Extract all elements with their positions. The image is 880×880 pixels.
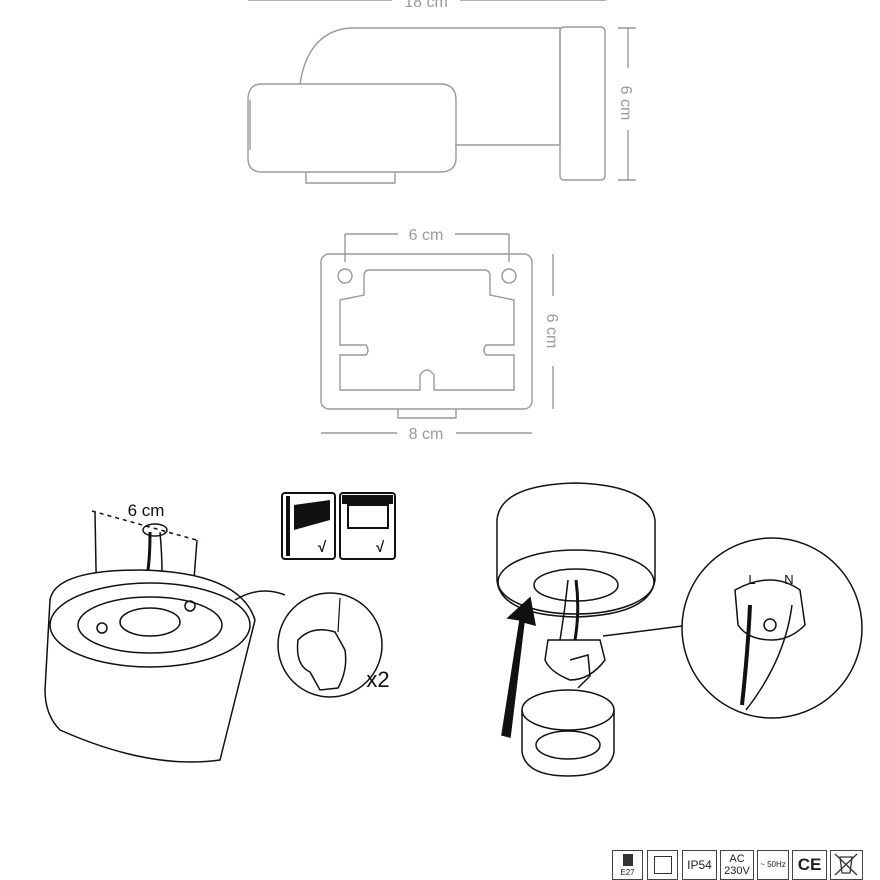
frequency-badge: ~ 50Hz bbox=[757, 850, 789, 880]
plate-width-label: 6 cm bbox=[409, 227, 444, 244]
socket-terminals bbox=[569, 654, 591, 689]
housing-inner-ring bbox=[77, 596, 223, 654]
plate-outer-width-label: 8 cm bbox=[409, 426, 444, 443]
ring-inner bbox=[535, 730, 601, 760]
voltage-value: 230V bbox=[724, 865, 750, 877]
shade-cable-white bbox=[559, 579, 569, 641]
neutral-wire bbox=[745, 604, 793, 711]
lamp-head-ring bbox=[305, 172, 396, 184]
housing-screw-hole-right bbox=[184, 600, 196, 612]
ceiling-mount-icon-shape bbox=[347, 504, 389, 529]
ceiling-mount-icon-bar bbox=[342, 495, 393, 504]
frequency-value: ~ 50Hz bbox=[760, 860, 786, 869]
mounting-plate-drawing bbox=[320, 233, 554, 434]
bulb-type-badge: E27 bbox=[612, 850, 643, 880]
live-label: L bbox=[748, 572, 755, 587]
drill-body bbox=[296, 629, 347, 691]
mounting-step-drawing bbox=[44, 510, 383, 763]
plate-hole-right bbox=[501, 268, 517, 284]
shade-cable-black bbox=[573, 579, 580, 641]
housing-top bbox=[49, 582, 251, 668]
crossed-bin-icon bbox=[834, 853, 858, 876]
voltage-ac: AC bbox=[729, 853, 745, 865]
cable-black bbox=[146, 531, 152, 571]
ceiling-mount-check: √ bbox=[376, 539, 385, 556]
bulb-icon bbox=[623, 854, 633, 866]
callout-line bbox=[234, 590, 286, 601]
side-view-drawing bbox=[247, 0, 636, 184]
side-height-label: 6 cm bbox=[617, 86, 634, 121]
double-insulation-badge bbox=[647, 850, 678, 880]
wall-mount-icon-shape bbox=[286, 496, 330, 556]
housing-body bbox=[44, 569, 256, 763]
screw-count-label: x2 bbox=[366, 667, 389, 692]
wall-hole bbox=[142, 523, 168, 537]
double-insulation-icon bbox=[654, 856, 672, 874]
mounting-check-icons bbox=[281, 492, 396, 560]
plate-tab bbox=[397, 409, 457, 419]
earth-screw bbox=[763, 618, 777, 632]
ring-top bbox=[521, 689, 615, 731]
housing-bracket bbox=[119, 607, 181, 637]
shade-rim bbox=[497, 549, 655, 615]
wall-mount-check: √ bbox=[318, 539, 327, 556]
shade-inner bbox=[533, 568, 619, 602]
wiring-callout-line bbox=[602, 624, 691, 637]
ip-rating: IP54 bbox=[687, 858, 712, 872]
wiring-step-drawing bbox=[496, 482, 863, 777]
neutral-label: N bbox=[784, 572, 793, 587]
lamp-wall-plate bbox=[559, 26, 606, 181]
ceiling-mount-icon bbox=[339, 492, 396, 560]
ring-body bbox=[521, 710, 615, 777]
live-wire bbox=[740, 604, 752, 706]
plate-hole-left bbox=[337, 268, 353, 284]
lamp-arm bbox=[299, 27, 561, 146]
socket-code: E27 bbox=[620, 868, 635, 877]
top-width-label: 18 cm bbox=[404, 0, 448, 11]
weee-badge bbox=[830, 850, 863, 880]
bulb-socket bbox=[544, 639, 606, 681]
lamp-head bbox=[247, 83, 457, 173]
housing-screw-hole-left bbox=[96, 622, 108, 634]
drill-callout bbox=[277, 592, 383, 698]
plate-height-label: 6 cm bbox=[543, 314, 560, 349]
insert-arrow bbox=[501, 596, 536, 738]
ce-mark: CE bbox=[797, 855, 822, 874]
ip-rating-badge: IP54 bbox=[682, 850, 717, 880]
plate-outline bbox=[320, 253, 533, 410]
drill-bit bbox=[337, 597, 341, 633]
hole-spacing-label: 6 cm bbox=[128, 501, 165, 520]
cable-white bbox=[159, 531, 163, 573]
plate-cutout bbox=[339, 269, 515, 391]
voltage-badge: AC 230V bbox=[720, 850, 754, 880]
ce-badge: CE bbox=[792, 850, 827, 880]
